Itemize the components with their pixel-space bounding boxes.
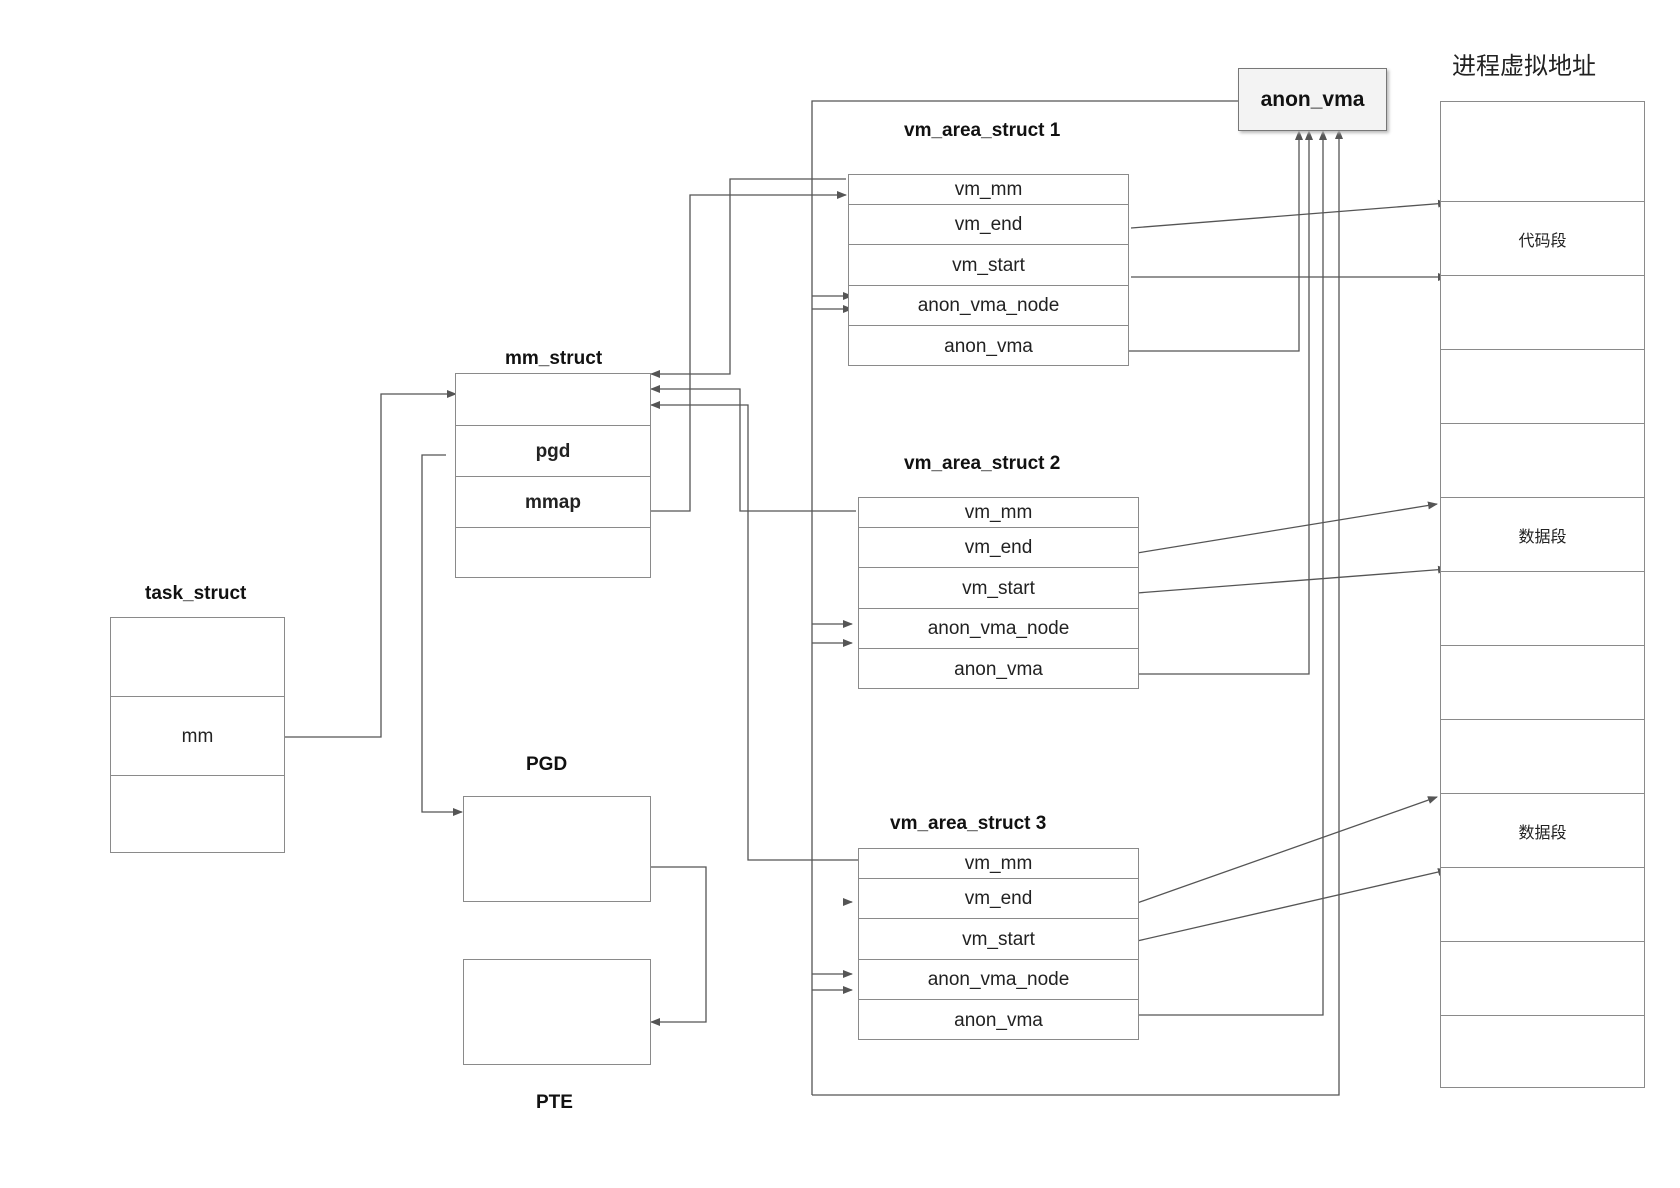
mm-struct-field-pgd: pgd (456, 425, 650, 477)
address-segment (1441, 645, 1644, 720)
vma3-field-anon_vma: anon_vma (859, 999, 1138, 1041)
address-segment (1441, 1015, 1644, 1089)
vma1-field-vm_start: vm_start (849, 244, 1128, 286)
arrow-mm-to-mm_struct (284, 390, 457, 738)
vma2-field-vm_mm: vm_mm (964, 501, 1033, 523)
arrow-vma3-anon_vma (1137, 130, 1327, 1016)
arrow-bus-to-anon_vma (811, 97, 1249, 1095)
vma1-field-anon_vma_node: anon_vma_node (849, 285, 1128, 326)
arrow-mmap-to-vma1 (650, 191, 847, 512)
vma1-field-anon_vma: anon_vma (849, 325, 1128, 367)
vma3-box: vm_mm vm_end vm_start anon_vma_node anon… (858, 848, 1139, 1040)
vma1-title: vm_area_struct 1 (904, 120, 1061, 141)
vma3-title: vm_area_struct 3 (890, 813, 1047, 834)
vma2-field-anon_vma_node: anon_vma_node (859, 608, 1138, 649)
vma2-box: vm_mm vm_end vm_start anon_vma_node anon… (858, 497, 1139, 689)
vma1-box: vm_mm vm_end vm_start anon_vma_node anon… (848, 174, 1129, 366)
address-segment (1441, 275, 1644, 350)
vma3-field-anon_vma_node: anon_vma_node (859, 959, 1138, 1000)
vma2-field-anon_vma: anon_vma (859, 648, 1138, 690)
address-segment (1441, 349, 1644, 424)
vma1-field-vm_mm: vm_mm (954, 178, 1023, 200)
task-struct-field-mm: mm (111, 696, 284, 776)
pte-title: PTE (536, 1092, 573, 1113)
mm-struct-field (456, 527, 650, 579)
address-segment (1441, 102, 1644, 201)
address-segment (1441, 423, 1644, 498)
address-segment (1441, 941, 1644, 1016)
arrow-vma2-vm_mm-to-mm_struct (650, 385, 856, 512)
task-struct-field (111, 775, 284, 854)
address-segment-data: 数据段 (1441, 793, 1644, 868)
vma3-field-vm_end: vm_end (859, 878, 1138, 919)
vma2-field-vm_start: vm_start (859, 567, 1138, 609)
vma1-field-vm_end: vm_end (849, 204, 1128, 245)
arrow-vma3-vm_mm-to-mm_struct (650, 401, 860, 861)
vma3-field-vm_mm: vm_mm (964, 852, 1033, 874)
mm-struct-title: mm_struct (505, 348, 603, 369)
address-segment (1441, 719, 1644, 794)
vma3-field-vm_start: vm_start (859, 918, 1138, 960)
arrow-vma1-vm_mm-to-mm_struct (650, 178, 846, 378)
address-segment-data: 数据段 (1441, 497, 1644, 572)
pgd-box (463, 796, 651, 902)
address-space-column: 代码段 数据段 数据段 (1440, 101, 1645, 1088)
arrow-vma1-vm_end (1130, 199, 1448, 229)
arrow-vma3-vm_end (1136, 796, 1438, 904)
task-struct-box: mm (110, 617, 285, 853)
arrow-vma2-vm_end (1136, 501, 1438, 554)
arrow-vma3-vm_start (1136, 868, 1448, 942)
mm-struct-field (456, 374, 650, 425)
mm-struct-field-mmap: mmap (456, 476, 650, 528)
pgd-title: PGD (526, 754, 568, 775)
mm-struct-box: pgd mmap (455, 373, 651, 578)
address-space-title: 进程虚拟地址 (1452, 52, 1596, 80)
arrow-anon_vma-loop (812, 129, 1343, 1096)
anon-vma-box: anon_vma (1238, 68, 1387, 131)
vma2-title: vm_area_struct 2 (904, 453, 1061, 474)
pte-box (463, 959, 651, 1065)
arrow-vma2-vm_start (1136, 565, 1448, 594)
arrow-pgd-to-PGD (421, 454, 463, 816)
arrow-vma1-anon_vma (1121, 130, 1303, 352)
address-segment (1441, 571, 1644, 646)
address-segment-code: 代码段 (1441, 201, 1644, 276)
task-struct-title: task_struct (145, 583, 247, 604)
task-struct-field (111, 618, 284, 696)
arrow-vma2-anon_vma (1137, 130, 1313, 675)
address-segment (1441, 867, 1644, 942)
vma2-field-vm_end: vm_end (859, 527, 1138, 568)
arrow-PGD-to-PTE (650, 866, 707, 1026)
